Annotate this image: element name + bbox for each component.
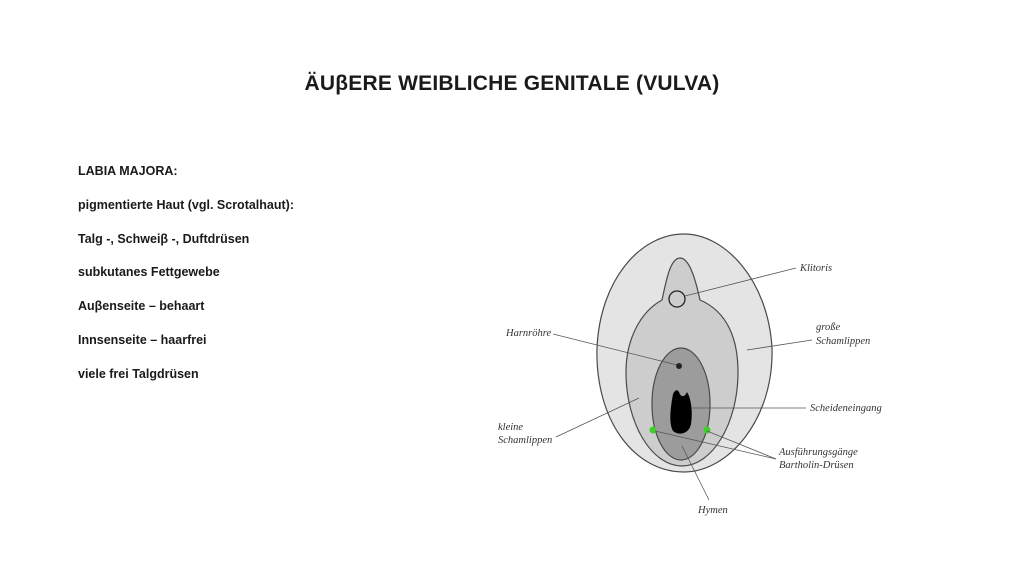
vaginal-opening — [670, 390, 692, 434]
label-grosse-line1: große — [816, 322, 840, 333]
leader-line-harnroehre — [552, 333, 678, 366]
leader-line-grosse — [746, 339, 813, 351]
urethra-dot — [676, 363, 682, 369]
label-kleine-line2: Schamlippen — [498, 435, 552, 446]
label-kleine-line1: kleine — [498, 422, 523, 433]
gland-dot-right — [703, 426, 711, 434]
label-klitoris: Klitoris — [799, 263, 832, 274]
bullet-item: viele frei Talgdrüsen — [78, 366, 199, 381]
label-harnroehre: Harnröhre — [505, 328, 551, 339]
leader-line-kleine — [555, 397, 640, 438]
gland-dot-left — [649, 426, 657, 434]
bullet-item: LABIA MAJORA: — [78, 164, 178, 178]
leader-line-ausf-1 — [654, 430, 777, 460]
bullet-item: Talg -, Schweiβ -, Duftdrüsen — [78, 231, 250, 246]
bullet-item: pigmentierte Haut (vgl. Scrotalhaut): — [78, 197, 294, 212]
label-scheideneingang: Scheideneingang — [810, 403, 882, 414]
slide-title: ÄUβERE WEIBLICHE GENITALE (VULVA) — [304, 72, 720, 95]
bullet-list: LABIA MAJORA: pigmentierte Haut (vgl. Sc… — [78, 163, 294, 400]
clitoris-circle — [668, 290, 686, 308]
label-ausf-line1: Ausführungsgänge — [778, 447, 858, 458]
label-hymen: Hymen — [697, 505, 728, 516]
leader-line-ausf-2 — [706, 430, 777, 460]
bullet-item: subkutanes Fettgewebe — [78, 265, 220, 280]
bullet-item: Innsenseite – haarfrei — [78, 332, 207, 347]
leader-lines — [552, 267, 813, 501]
bullet-item: Auβenseite – behaart — [78, 299, 205, 314]
leader-line-hymen — [681, 445, 710, 501]
label-grosse-line2: Schamlippen — [816, 336, 870, 347]
leader-line-klitoris — [684, 267, 797, 297]
label-ausf-line2: Bartholin-Drüsen — [779, 460, 854, 471]
